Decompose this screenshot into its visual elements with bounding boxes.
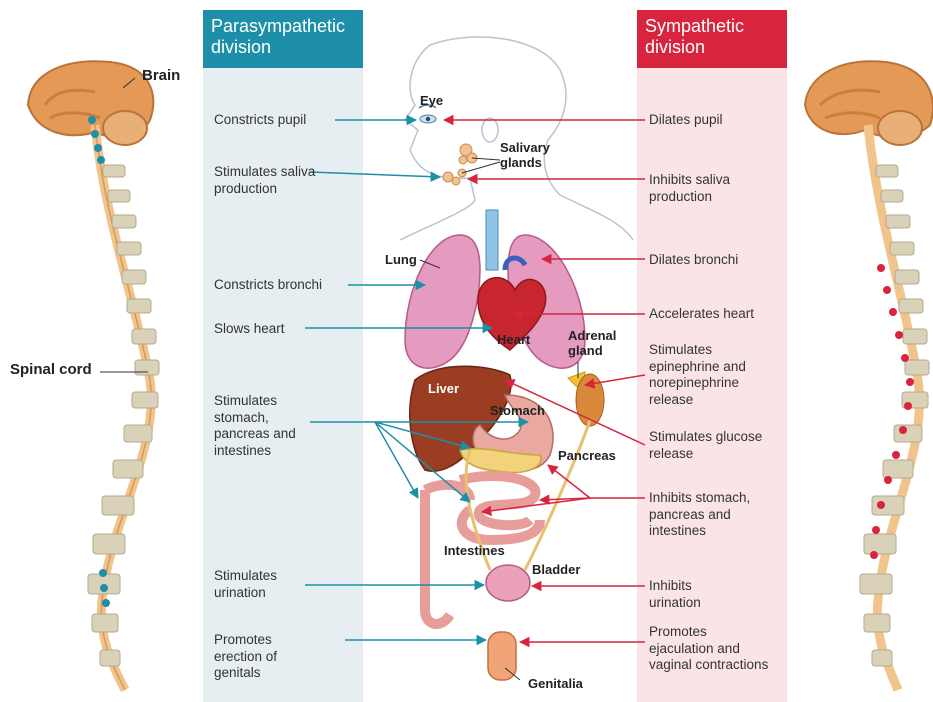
para-effect-digestion: Stimulates stomach, pancreas and intesti… [214,393,319,459]
bladder-label: Bladder [532,562,580,577]
symp-effect-epinephrine: Stimulates epinephrine and norepinephrin… [649,342,764,408]
body-outline [400,37,633,240]
spinal-cord-label: Spinal cord [10,361,92,378]
left-cerebellum [103,111,147,145]
eye-label: Eye [420,93,443,108]
para-effect-heart: Slows heart [214,321,339,338]
trachea [486,210,498,270]
symp-effect-urination: Inhibits urination [649,578,739,611]
symp-effect-pupil: Dilates pupil [649,112,789,129]
para-effect-bronchi: Constricts bronchi [214,277,339,294]
symp-effect-heart: Accelerates heart [649,306,789,323]
symp-effect-reproduction: Promotes ejaculation and vaginal contrac… [649,624,769,674]
bladder-organ [486,565,530,601]
stomach-label: Stomach [490,403,545,418]
intestines-label: Intestines [444,543,505,558]
symp-effect-digestion: Inhibits stomach, pancreas and intestine… [649,490,779,540]
para-effect-genitals: Promotes erection of genitals [214,632,304,682]
symp-effect-glucose: Stimulates glucose release [649,429,764,462]
right-cerebellum [878,111,922,145]
lung-label: Lung [385,252,417,267]
heart-label: Heart [497,332,530,347]
right-spine-figure [805,61,933,690]
adrenal-gland-label: Adrenal gland [568,328,630,358]
symp-effect-bronchi: Dilates bronchi [649,252,789,269]
pancreas-label: Pancreas [558,448,616,463]
symp-effect-saliva: Inhibits saliva production [649,172,749,205]
genitalia-label: Genitalia [528,676,583,691]
para-effect-urination: Stimulates urination [214,568,304,601]
para-effect-saliva: Stimulates saliva production [214,164,319,197]
liver-label: Liver [428,381,459,396]
salivary-glands-label: Salivary glands [500,140,570,170]
brain-label: Brain [142,67,180,84]
para-effect-pupil: Constricts pupil [214,112,339,129]
